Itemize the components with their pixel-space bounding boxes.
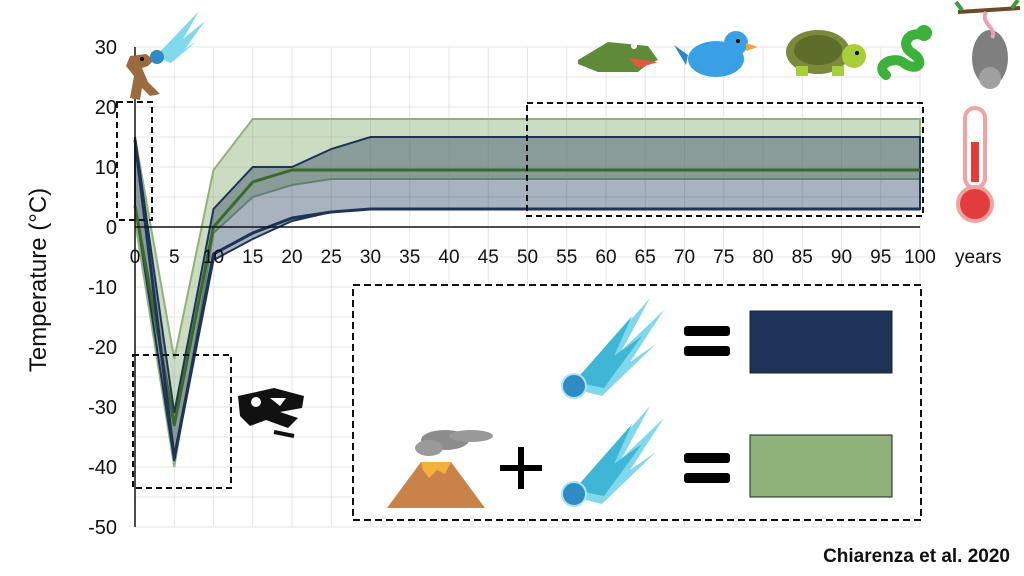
y-tick-label: 0 bbox=[106, 217, 117, 239]
thermometer-icon bbox=[956, 106, 994, 223]
legend bbox=[352, 284, 922, 521]
highlight-box-start bbox=[116, 101, 153, 221]
asteroid-icon bbox=[561, 406, 664, 507]
asteroid-icon bbox=[561, 298, 664, 399]
y-axis-label: Temperature (°C) bbox=[25, 188, 52, 372]
highlight-box-recovery bbox=[526, 102, 924, 217]
x-tick-label: 75 bbox=[713, 247, 734, 268]
plus-sign-h bbox=[500, 465, 542, 471]
x-tick-label: 95 bbox=[870, 247, 891, 268]
y-tick-label: -10 bbox=[88, 277, 117, 299]
x-tick-label: 0 bbox=[130, 247, 141, 268]
x-tick-label: 30 bbox=[360, 247, 381, 268]
x-tick-label: 50 bbox=[517, 247, 538, 268]
snake-icon bbox=[877, 25, 932, 80]
x-tick-label: 85 bbox=[792, 247, 813, 268]
dinosaur-icon bbox=[126, 54, 160, 100]
highlight-box-min bbox=[132, 354, 232, 489]
x-tick-label: 35 bbox=[399, 247, 420, 268]
y-tick-label: -40 bbox=[88, 457, 117, 479]
legend-swatch-volcano-asteroid bbox=[749, 434, 893, 498]
x-tick-label: 10 bbox=[203, 247, 224, 268]
dino-skull-icon bbox=[238, 388, 304, 438]
y-tick-label: -50 bbox=[88, 517, 117, 539]
x-tick-label: 70 bbox=[674, 247, 695, 268]
x-tick-label: 100 bbox=[904, 247, 936, 268]
turtle-icon bbox=[786, 30, 866, 76]
equals-sign-1 bbox=[684, 326, 730, 336]
y-tick-label: -20 bbox=[88, 337, 117, 359]
y-tick-label: -30 bbox=[88, 397, 117, 419]
x-tick-label: 80 bbox=[752, 247, 773, 268]
series-lines bbox=[133, 139, 920, 460]
mammal-icon bbox=[954, 0, 1021, 89]
x-tick-label: 40 bbox=[438, 247, 459, 268]
equals-sign-1b bbox=[684, 346, 730, 356]
x-axis-label: years bbox=[955, 247, 1001, 268]
equals-sign-2 bbox=[684, 453, 730, 463]
y-tick-label: 30 bbox=[95, 37, 117, 59]
legend-swatch-asteroid bbox=[749, 310, 893, 374]
x-tick-label: 25 bbox=[321, 247, 342, 268]
credit: Chiarenza et al. 2020 bbox=[823, 546, 1010, 567]
x-tick-label: 5 bbox=[169, 247, 180, 268]
series-line-1 bbox=[133, 139, 920, 460]
asteroid-icon bbox=[150, 11, 205, 64]
series-line-0 bbox=[133, 168, 920, 427]
x-tick-label: 20 bbox=[281, 247, 302, 268]
volcano-icon bbox=[387, 430, 493, 508]
x-tick-label: 60 bbox=[595, 247, 616, 268]
bird-icon bbox=[674, 31, 758, 77]
x-tick-label: 45 bbox=[478, 247, 499, 268]
x-tick-label: 65 bbox=[635, 247, 656, 268]
equals-sign-2b bbox=[684, 473, 730, 483]
x-tick-label: 90 bbox=[831, 247, 852, 268]
x-tick-label: 55 bbox=[556, 247, 577, 268]
y-tick-label: 10 bbox=[95, 157, 117, 179]
x-tick-label: 15 bbox=[242, 247, 263, 268]
crocodile-icon bbox=[578, 42, 658, 72]
y-tick-label: 20 bbox=[95, 97, 117, 119]
